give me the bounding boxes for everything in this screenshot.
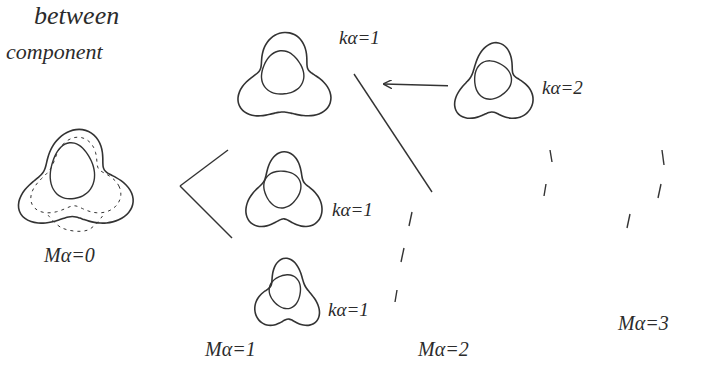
pencil-stroke — [662, 150, 664, 165]
k-label: kα=2 — [542, 78, 583, 99]
pencil-stroke — [354, 74, 432, 192]
pencil-stroke — [627, 214, 630, 228]
knot-outline — [448, 40, 540, 135]
knot-node: kα=1 — [248, 256, 373, 340]
k-label: kα=1 — [328, 300, 369, 321]
column-label: Mα=3 — [618, 312, 669, 334]
pencil-stroke — [395, 290, 397, 302]
k-label: kα=1 — [339, 28, 380, 49]
column-label: Mα=0 — [44, 244, 95, 266]
connector-line — [384, 84, 448, 86]
pencil-stroke — [658, 184, 661, 198]
pencil-stroke — [409, 212, 412, 226]
k-label: kα=1 — [332, 200, 373, 221]
knot-node: kα=1 — [232, 28, 384, 136]
knot-node: kα=2 — [448, 40, 587, 135]
pencil-stroke — [401, 248, 404, 262]
knot-node: kα=1 — [238, 150, 377, 242]
inner-loop — [50, 143, 94, 199]
pencil-stroke — [180, 186, 232, 238]
dashed-loop — [31, 137, 121, 213]
knot-figure — [18, 129, 133, 223]
knot-outline — [232, 28, 337, 136]
column-label: Mα=1 — [205, 338, 256, 360]
knot-outline — [238, 150, 330, 242]
note-text: between — [34, 2, 119, 31]
knot-outline — [248, 256, 326, 340]
pencil-stroke — [180, 150, 228, 186]
dashed-arc — [48, 214, 104, 231]
note-text: component — [6, 40, 103, 64]
pencil-stroke — [550, 150, 552, 162]
column-label: Mα=2 — [418, 338, 469, 360]
pencil-stroke — [544, 184, 546, 196]
